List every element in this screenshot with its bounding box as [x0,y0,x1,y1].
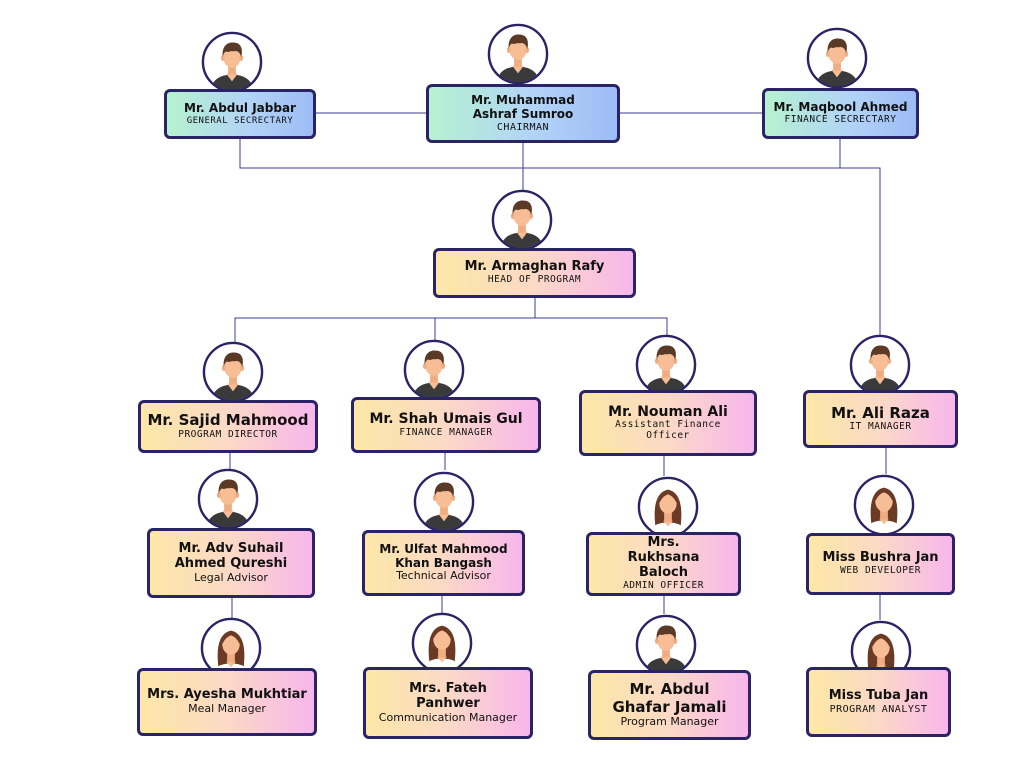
person-role: Program Manager [620,714,719,728]
person-card: Mr. Nouman Ali Assistant Finance Officer [579,390,757,456]
person-name: Mr. Abdul Ghafar Jamali [612,680,727,716]
person-card: Mr. Shah Umais Gul FINANCE MANAGER [351,397,541,453]
male-avatar-icon [403,339,465,401]
person-name: Mr. Ali Raza [831,403,930,422]
person-name: Mr. Maqbool Ahmed [773,100,908,115]
person-name: Mr. Adv Suhail Ahmed Qureshi [174,540,288,571]
person-card: Miss Tuba Jan PROGRAM ANALYST [806,667,951,737]
person-name: Mrs. Rukhsana Baloch [627,535,700,581]
male-avatar-icon [487,23,549,85]
person-role: Meal Manager [188,702,266,716]
person-role: ADMIN OFFICER [623,579,704,591]
male-avatar-icon [806,27,868,89]
person-card: Mrs. Fateh Panhwer Communication Manager [363,667,533,739]
person-name: Mr. Ulfat Mahmood Khan Bangash [379,541,508,570]
person-name: Miss Bushra Jan [822,550,939,566]
person-card: Mr. Muhammad Ashraf Sumroo CHAIRMAN [426,84,620,143]
person-role: Communication Manager [378,710,518,724]
person-name: Mr. Muhammad Ashraf Sumroo [471,92,575,121]
person-card: Mr. Ali Raza IT MANAGER [803,390,958,448]
female-avatar-icon [853,474,915,536]
person-role: GENERAL SECRECTARY [186,115,294,126]
person-card: Mrs. Ayesha Mukhtiar Meal Manager [137,668,317,736]
person-card: Mr. Abdul Ghafar Jamali Program Manager [588,670,751,740]
person-name: Mrs. Fateh Panhwer [409,680,487,711]
person-role: Technical Advisor [396,569,491,583]
person-role: PROGRAM DIRECTOR [178,428,278,440]
male-avatar-icon [202,341,264,403]
male-avatar-icon [201,31,263,93]
person-name: Mr. Abdul Jabbar [184,100,296,115]
person-name: Miss Tuba Jan [828,687,929,703]
person-card: Miss Bushra Jan WEB DEVELOPER [806,533,955,595]
person-role: CHAIRMAN [496,121,550,133]
person-name: Mr. Sajid Mahmood [147,411,309,430]
person-card: Mrs. Rukhsana Baloch ADMIN OFFICER [586,532,741,596]
person-name: Mrs. Ayesha Mukhtiar [147,687,307,703]
male-avatar-icon [491,189,553,251]
female-avatar-icon [637,476,699,538]
person-name: Mr. Nouman Ali [608,404,728,421]
person-role: FINANCE MANAGER [399,426,493,438]
male-avatar-icon [413,471,475,533]
person-role: Assistant Finance Officer [615,419,721,442]
person-name: Mr. Armaghan Rafy [464,259,605,275]
person-card: Mr. Maqbool Ahmed FINANCE SECRECTARY [762,88,919,139]
person-card: Mr. Abdul Jabbar GENERAL SECRECTARY [164,89,316,139]
person-name: Mr. Shah Umais Gul [369,411,523,428]
male-avatar-icon [849,334,911,396]
person-role: PROGRAM ANALYST [829,703,928,715]
person-card: Mr. Sajid Mahmood PROGRAM DIRECTOR [138,400,318,453]
male-avatar-icon [197,468,259,530]
male-avatar-icon [635,614,697,676]
female-avatar-icon [411,612,473,674]
person-card: Mr. Ulfat Mahmood Khan Bangash Technical… [362,530,525,596]
male-avatar-icon [635,334,697,396]
person-role: FINANCE SECRECTARY [784,113,897,125]
person-card: Mr. Adv Suhail Ahmed Qureshi Legal Advis… [147,528,315,598]
person-role: Legal Advisor [194,570,268,584]
person-role: WEB DEVELOPER [840,565,921,576]
person-role: IT MANAGER [849,421,912,433]
person-role: HEAD OF PROGRAM [487,274,582,285]
person-card: Mr. Armaghan Rafy HEAD OF PROGRAM [433,248,636,298]
